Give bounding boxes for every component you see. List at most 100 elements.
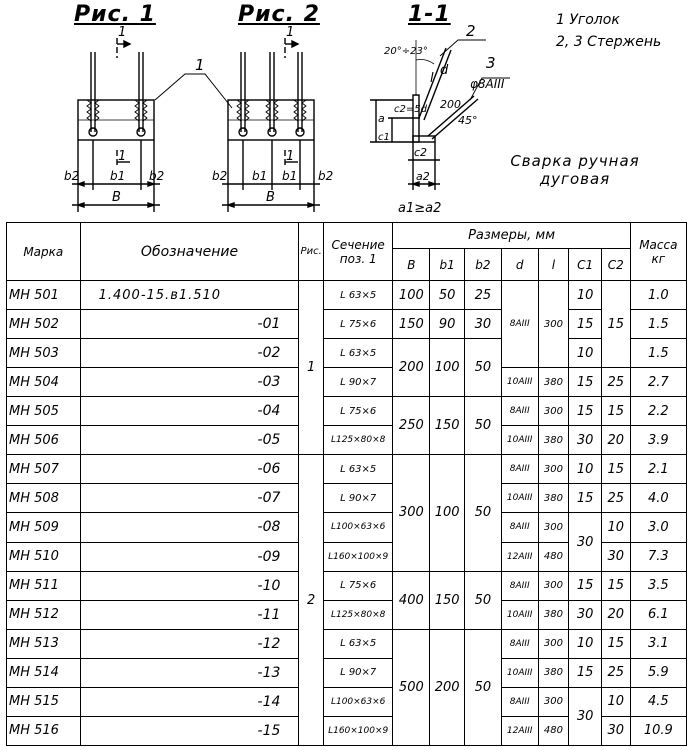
cell-c1: 30	[568, 425, 602, 456]
header-marka: Марка	[6, 221, 81, 282]
cell-c2: 15	[600, 454, 631, 485]
cell-c1: 15	[568, 483, 602, 514]
cell-c2: 10	[600, 686, 631, 717]
fig2-b2-right: b2	[318, 169, 333, 183]
cell-c1: 15	[568, 570, 602, 601]
fig2-b1-left: b1	[252, 169, 267, 183]
cell-B: 100	[392, 280, 431, 311]
cell-oboznachenie: -02	[79, 338, 300, 369]
table-row: МН 506 -05 L125×80×8 10AIII 380 30 20 3.…	[6, 425, 688, 456]
cell-massa: 3.5	[629, 570, 688, 601]
table-row: МН 515 -14 L100×63×6 8AIII 300 30 10 4.5	[6, 686, 688, 747]
cell-b2: 50	[463, 396, 502, 456]
table-row: МН 501 1.400-15.в1.510 1 L 63×5 100 50 2…	[6, 280, 688, 456]
table-row: МН 507 -06 2 L 63×5 300 100 50 8AIII 300…	[6, 454, 688, 746]
cell-B: 200	[392, 338, 431, 398]
weld-note-line-2: дуговая	[539, 170, 611, 188]
label-d: d	[440, 63, 449, 78]
cell-marka: МН 501	[6, 280, 81, 311]
cell-b1: 150	[429, 570, 465, 630]
cell-c1: 30	[568, 686, 602, 747]
fig2-b1-right: b1	[282, 169, 297, 183]
cell-marka: МН 515	[6, 686, 81, 717]
label-c2-5d: c2=5d	[394, 104, 428, 115]
cell-oboznachenie: -11	[79, 599, 300, 630]
cell-oboznachenie: -13	[79, 657, 300, 688]
cell-c2: 25	[600, 657, 631, 688]
cell-massa: 3.9	[629, 425, 688, 456]
weld-note: Сварка ручная дуговая	[505, 152, 645, 188]
cell-l: 300	[537, 570, 570, 601]
label-l: l	[430, 71, 434, 86]
cell-c1: 10	[568, 280, 602, 311]
cell-marka: МН 513	[6, 628, 81, 659]
cell-marka: МН 505	[6, 396, 81, 427]
cell-d: 10AIII	[500, 367, 539, 398]
cell-oboznachenie: -10	[79, 570, 300, 601]
cell-massa: 2.2	[629, 396, 688, 427]
cell-marka: МН 507	[6, 454, 81, 485]
cell-d: 8AIII	[500, 512, 539, 543]
cell-b2: 25	[463, 280, 502, 311]
cell-sechenie: L 90×7	[322, 657, 394, 688]
cell-c2: 25	[600, 367, 631, 398]
section-title: 1-1	[408, 2, 451, 27]
cell-B: 150	[392, 309, 431, 340]
cell-oboznachenie: -12	[79, 628, 300, 659]
cell-d: 8AIII	[500, 280, 539, 369]
cell-b2: 50	[463, 628, 502, 747]
cell-l: 300	[537, 512, 570, 543]
cell-B: 500	[392, 628, 431, 747]
cell-c2: 30	[600, 715, 631, 747]
cell-sechenie: L160×100×9	[322, 715, 394, 747]
header-c1: C1	[568, 248, 602, 282]
cell-c1: 30	[568, 599, 602, 630]
cell-oboznachenie: 1.400-15.в1.510	[79, 280, 300, 311]
cell-sechenie: L125×80×8	[322, 599, 394, 630]
cell-massa: 1.0	[629, 280, 688, 311]
cell-d: 12AIII	[500, 715, 539, 747]
cell-massa: 1.5	[629, 338, 688, 369]
figure-1-title: Рис. 1	[74, 2, 156, 27]
cell-d: 8AIII	[500, 396, 539, 427]
table-row: МН 511 -10 L 75×6 400 150 50 8AIII 300 1…	[6, 570, 688, 630]
header-c2: C2	[600, 248, 631, 282]
callout-2: 2	[466, 22, 476, 40]
fig2-section-mark-top: 1	[286, 25, 294, 40]
cell-massa: 1.5	[629, 309, 688, 340]
header-razmery: Размеры, мм	[392, 221, 631, 250]
cell-c2: 20	[600, 425, 631, 456]
label-c1: c1	[378, 132, 390, 143]
cell-l: 300	[537, 396, 570, 427]
header-b1: b1	[429, 248, 465, 282]
angle-range-label: 20°÷23°	[384, 46, 428, 57]
table-row: МН 512 -11 L125×80×8 10AIII 380 30 20 6.…	[6, 599, 688, 630]
cell-c2: 15	[600, 570, 631, 601]
section-label-c2: c2	[414, 146, 427, 159]
figure-2-drawing	[222, 38, 320, 212]
header-ris: Рис.	[298, 221, 324, 282]
cell-marka: МН 508	[6, 483, 81, 514]
fig1-B: B	[112, 190, 121, 205]
cell-B: 400	[392, 570, 431, 630]
cell-c2: 20	[600, 599, 631, 630]
cell-l: 380	[537, 367, 570, 398]
cell-marka: МН 506	[6, 425, 81, 456]
cell-marka: МН 514	[6, 657, 81, 688]
header-b2: b2	[463, 248, 502, 282]
fig2-section-mark-bottom: 1	[286, 149, 294, 164]
table-row: МН 509 -08 L100×63×6 8AIII 300 30 10 3.0	[6, 512, 688, 572]
cell-marka: МН 504	[6, 367, 81, 398]
specification-table: Марка Обозначение Рис. Сечение поз. 1 Ра…	[6, 221, 688, 747]
cell-c1: 15	[568, 309, 602, 340]
fig1-b2-right: b2	[149, 169, 164, 183]
cell-l: 300	[537, 686, 570, 717]
cell-sechenie: L 75×6	[322, 570, 394, 601]
cell-sechenie: L 63×5	[322, 628, 394, 659]
cell-c1: 10	[568, 628, 602, 659]
cell-c2: 25	[600, 483, 631, 514]
header-oboznachenie: Обозначение	[79, 221, 300, 282]
cell-b1: 200	[429, 628, 465, 747]
cell-b2: 50	[463, 570, 502, 630]
cell-oboznachenie: -14	[79, 686, 300, 717]
